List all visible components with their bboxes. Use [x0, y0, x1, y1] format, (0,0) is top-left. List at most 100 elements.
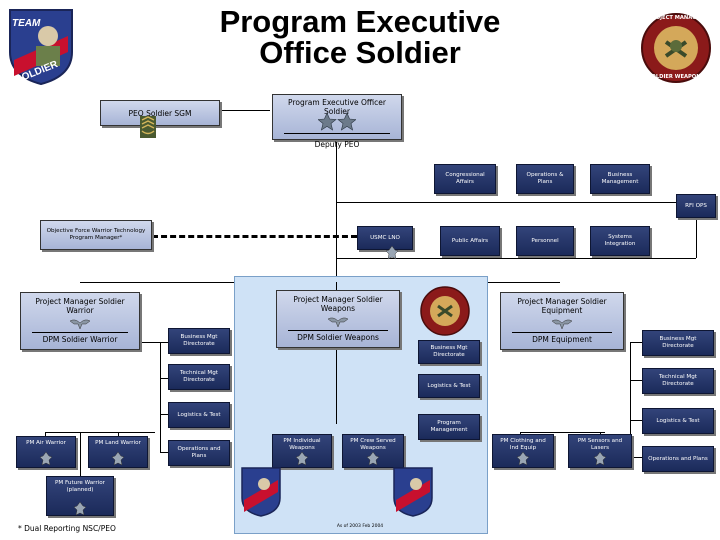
congressional-affairs-box[interactable]: Congressional Affairs [434, 164, 496, 194]
objective-force-warrior-box[interactable]: Objective Force Warrior Technology Progr… [40, 220, 152, 250]
weapons-program-mgmt-label: Program Management [430, 420, 468, 433]
pm-weapons-separator [287, 330, 389, 331]
warrior-technical-mgt-label: Technical Mgt Directorate [179, 370, 219, 383]
team-soldier-logo: TEAM SOLDIER [6, 6, 76, 86]
business-management-label: Business Management [601, 172, 639, 185]
dpm-soldier-weapons-label: DPM Soldier Weapons [297, 333, 379, 342]
dual-reporting-dashed-line [152, 235, 357, 238]
eagle-insignia-icon [70, 318, 90, 330]
weapons-business-mgt-label: Business Mgt Directorate [430, 345, 468, 358]
dpm-soldier-warrior-label: DPM Soldier Warrior [42, 335, 118, 344]
personnel-box[interactable]: Personnel [516, 226, 574, 256]
objective-force-warrior-label: Objective Force Warrior Technology Progr… [46, 228, 146, 241]
public-affairs-box[interactable]: Public Affairs [440, 226, 500, 256]
equipment-logistics-box[interactable]: Logistics & Test [642, 408, 714, 434]
usmc-lno-label: USMC LNO [370, 234, 400, 241]
equipment-technical-mgt-label: Technical Mgt Directorate [658, 374, 698, 387]
usmc-lno-box[interactable]: USMC LNO [357, 226, 413, 250]
connector-warrior-future [80, 432, 81, 477]
connector-warrior-l [160, 414, 168, 415]
deputy-peo-label: Deputy PEO [314, 140, 360, 149]
warrior-operations-box[interactable]: Operations and Plans [168, 440, 230, 466]
eagle-insignia-icon [552, 318, 572, 330]
oak-leaf-insignia-icon [367, 452, 379, 466]
oak-leaf-insignia-icon [386, 246, 398, 260]
equipment-technical-mgt-box[interactable]: Technical Mgt Directorate [642, 368, 714, 394]
connector-equipment-t [630, 380, 642, 381]
footer-as-of-date: As of 2003 Feb 2004 [336, 524, 384, 529]
warrior-business-mgt-label: Business Mgt Directorate [180, 334, 218, 347]
oak-leaf-insignia-icon [594, 452, 606, 466]
unit-patch-icon [240, 466, 282, 518]
connector-equipment-vertical [630, 342, 631, 457]
equipment-business-mgt-box[interactable]: Business Mgt Directorate [642, 330, 714, 356]
warrior-technical-mgt-box[interactable]: Technical Mgt Directorate [168, 364, 230, 390]
warrior-logistics-box[interactable]: Logistics & Test [168, 402, 230, 428]
peo-sgm-box[interactable]: PEO Soldier SGM [100, 100, 220, 126]
connector-warrior-dpm [120, 342, 165, 343]
pm-clothing-equip-label: PM Clothing and Ind Equip [500, 438, 546, 451]
seal-ring-text-bottom: SOLDIER WEAPONS [647, 74, 705, 80]
dpm-equipment-label: DPM Equipment [532, 335, 592, 344]
warrior-operations-label: Operations and Plans [177, 446, 221, 459]
equipment-operations-box[interactable]: Operations and Plans [642, 446, 714, 472]
connector-equipment-b [630, 342, 642, 343]
business-management-box[interactable]: Business Management [590, 164, 650, 194]
weapons-program-mgmt-box[interactable]: Program Management [418, 414, 480, 440]
two-star-rank-icon [318, 112, 356, 132]
public-affairs-label: Public Affairs [451, 237, 489, 244]
pm-air-warrior-label: PM Air Warrior [26, 440, 66, 446]
pm-soldier-equipment-box[interactable]: Project Manager Soldier Equipment DPM Eq… [500, 292, 624, 350]
connector-equipment-pm-row [520, 432, 605, 433]
pm-future-warrior-label: PM Future Warrior [55, 480, 105, 486]
equipment-logistics-label: Logistics & Test [656, 417, 700, 424]
connector-equipment-l [630, 420, 642, 421]
pm-soldier-weapons-seal: PROJECT MANAGER SOLDIER WEAPONS [640, 12, 712, 84]
operations-plans-label: Operations & Plans [526, 172, 564, 185]
peo-label: Program Executive Officer Soldier [288, 98, 386, 116]
connector-weapons-panel-vertical [336, 282, 337, 424]
connector-warrior-b [160, 342, 168, 343]
pm-future-warrior-note: (planned) [66, 487, 94, 493]
connector-warrior-o [160, 452, 168, 453]
pm-crew-served-weapons-label: PM Crew Served Weapons [350, 438, 396, 451]
personnel-label: Personnel [531, 237, 559, 244]
connector-staff-mid-horizontal [336, 258, 696, 259]
oak-leaf-insignia-icon [517, 452, 529, 466]
systems-integration-box[interactable]: Systems Integration [590, 226, 650, 256]
pm-soldier-weapons-label: Project Manager Soldier Weapons [293, 295, 383, 313]
congressional-affairs-label: Congressional Affairs [445, 172, 485, 185]
connector-warrior-vertical [160, 342, 161, 452]
seal-ring-text-top: PROJECT MANAGER [647, 15, 705, 21]
pm-soldier-weapons-box[interactable]: Project Manager Soldier Weapons DPM Sold… [276, 290, 400, 348]
weapons-logistics-label: Logistics & Test [427, 382, 471, 389]
peo-box[interactable]: Program Executive Officer Soldier [272, 94, 402, 140]
page-title: Program Executive Office Soldier [160, 6, 560, 68]
pm-warrior-separator [31, 332, 129, 333]
unit-patch-icon [392, 466, 434, 518]
weapons-business-mgt-box[interactable]: Business Mgt Directorate [418, 340, 480, 364]
connector-sgm [220, 110, 270, 111]
connector-warrior-t [160, 378, 168, 379]
warrior-business-mgt-box[interactable]: Business Mgt Directorate [168, 328, 230, 354]
equipment-business-mgt-label: Business Mgt Directorate [659, 336, 697, 349]
pm-individual-weapons-label: PM Individual Weapons [283, 438, 321, 451]
pm-equipment-separator [511, 332, 613, 333]
footnote-dual-reporting: * Dual Reporting NSC/PEO [18, 524, 116, 533]
systems-integration-label: Systems Integration [604, 234, 636, 247]
rfi-ops-box[interactable]: RFI OPS [676, 194, 716, 218]
equipment-operations-label: Operations and Plans [648, 455, 708, 462]
team-logo-top-text: TEAM [12, 18, 41, 29]
connector-staff-top-horizontal [336, 202, 696, 203]
weapons-logistics-box[interactable]: Logistics & Test [418, 374, 480, 398]
connector-equipment-o [630, 457, 642, 458]
operations-plans-box[interactable]: Operations & Plans [516, 164, 574, 194]
connector-warrior-pm-row [45, 432, 155, 433]
pm-future-warrior-box[interactable]: PM Future Warrior (planned) [46, 476, 114, 516]
oak-leaf-insignia-icon [74, 502, 86, 516]
oak-leaf-insignia-icon [40, 452, 52, 466]
pm-soldier-warrior-box[interactable]: Project Manager Soldier Warrior DPM Sold… [20, 292, 140, 350]
page-title-line-2: Office Soldier [259, 35, 461, 70]
page-title-line-1: Program Executive [219, 4, 501, 39]
oak-leaf-insignia-icon [296, 452, 308, 466]
